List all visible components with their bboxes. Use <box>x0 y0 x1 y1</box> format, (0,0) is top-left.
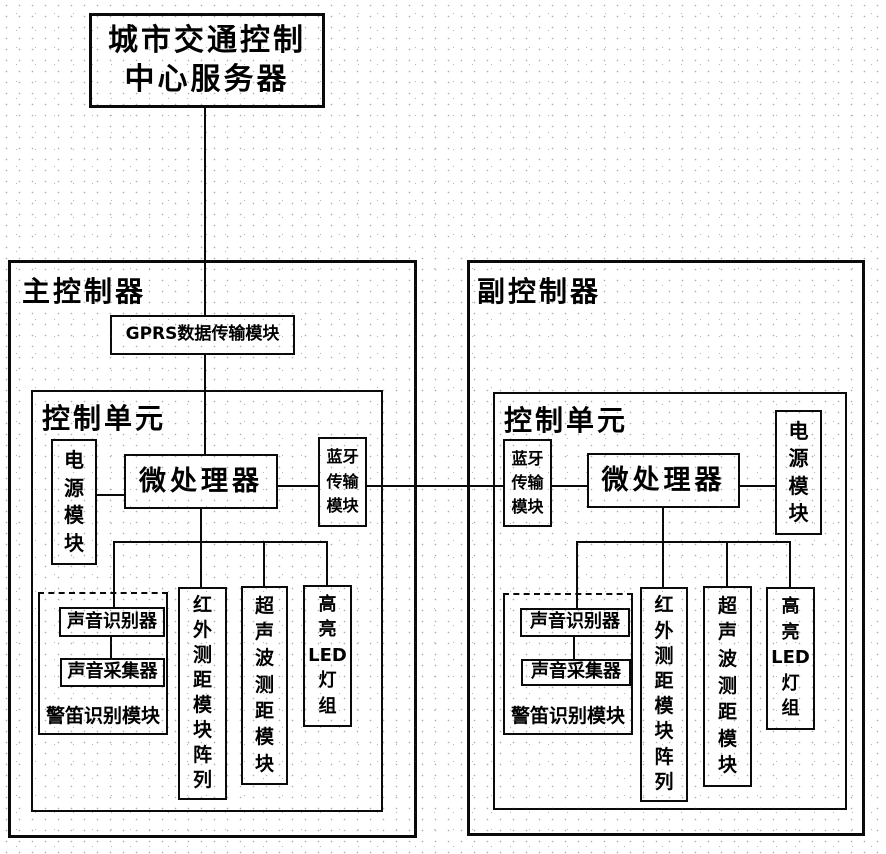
ultrasonic-box-secondary: 超声波测距模块 <box>703 586 752 787</box>
connector-line <box>263 541 265 587</box>
power-module-box-main: 电源模块 <box>51 439 97 565</box>
siren-group-box-main: 声音识别器 声音采集器 警笛识别模块 <box>38 592 168 735</box>
connector-line <box>113 541 328 543</box>
connector-line <box>726 541 728 587</box>
connector-line <box>204 108 206 315</box>
siren-group-label-secondary: 警笛识别模块 <box>510 705 625 727</box>
main-controller-frame <box>8 260 417 838</box>
control-unit-title-secondary: 控制单元 <box>504 404 629 437</box>
sound-collector-box-secondary: 声音采集器 <box>521 659 631 686</box>
infrared-array-box-secondary: 红外测距模块阵列 <box>640 587 688 802</box>
main-controller-title: 主控制器 <box>22 275 147 308</box>
server-box: 城市交通控制中心服务器 <box>89 13 325 108</box>
ultrasonic-box-main: 超声波测距模块 <box>241 586 288 785</box>
sound-collector-box-main: 声音采集器 <box>60 658 165 687</box>
connector-line <box>326 541 328 587</box>
gprs-module-box: GPRS数据传输模块 <box>110 315 295 355</box>
bluetooth-module-box-secondary: 蓝牙传输模块 <box>503 439 552 527</box>
infrared-array-box-main: 红外测距模块阵列 <box>178 587 227 800</box>
connector-line <box>662 508 664 588</box>
microprocessor-box-main: 微处理器 <box>124 454 278 509</box>
connector-line <box>113 541 115 608</box>
siren-group-box-secondary: 声音识别器 声音采集器 警笛识别模块 <box>503 593 633 735</box>
sound-recognizer-box-secondary: 声音识别器 <box>520 608 630 637</box>
connector-line <box>789 541 791 588</box>
bluetooth-module-box-main: 蓝牙传输模块 <box>318 437 367 527</box>
power-module-box-secondary: 电源模块 <box>775 410 822 535</box>
sound-recognizer-box-main: 声音识别器 <box>59 607 165 637</box>
siren-group-label-main: 警笛识别模块 <box>45 705 160 727</box>
secondary-controller-title: 副控制器 <box>477 275 602 308</box>
connector-line <box>576 541 578 608</box>
secondary-controller-frame <box>467 260 865 836</box>
control-unit-title-main: 控制单元 <box>42 402 167 435</box>
connector-line <box>110 635 112 659</box>
connector-line <box>573 635 575 659</box>
connector-line <box>200 508 202 588</box>
control-unit-frame-secondary <box>493 392 847 810</box>
connector-line <box>96 494 126 496</box>
connector-line <box>576 541 791 543</box>
microprocessor-box-secondary: 微处理器 <box>587 453 740 508</box>
control-unit-frame-main <box>31 390 383 812</box>
connector-line <box>204 355 206 454</box>
